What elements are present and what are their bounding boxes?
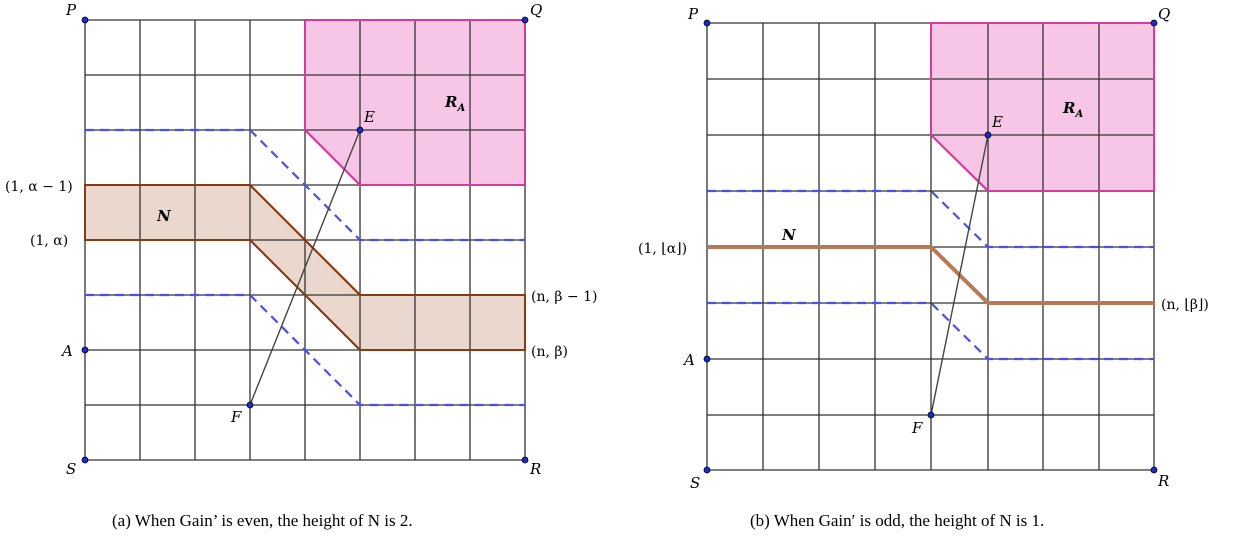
point-r [1150,466,1158,474]
label-q: Q [530,1,542,19]
label-q: Q [1158,5,1170,23]
panel-a: P Q S R A E F RA N (1, α − 1) (1, α) (n,… [5,1,597,530]
label-ra: RA [444,93,465,114]
coord-1-alpha: (1, α) [30,233,68,249]
label-s: S [66,460,76,478]
point-s [81,456,89,464]
coord-1-alpha-minus-1: (1, α − 1) [5,179,73,195]
band-n-border [84,184,526,351]
label-e: E [363,108,375,126]
label-p: P [687,5,699,23]
label-a: A [682,351,695,369]
label-f: F [911,419,923,437]
label-ra: RA [1062,99,1083,120]
region-ra-border [304,19,526,186]
panel-b: P Q S R A E F RA N (1, ⌊α⌋) (n, ⌊β⌋) (b)… [638,5,1209,530]
point-r [521,456,529,464]
point-q [521,16,529,24]
dashed-lower-guide [707,301,1154,361]
coord-n-beta: (n, β) [531,344,568,360]
point-q [1150,19,1158,27]
coord-n-floor-beta: (n, ⌊β⌋) [1161,297,1209,313]
region-ra-border [930,22,1155,192]
point-e [356,126,364,134]
point-p [703,19,711,27]
label-s: S [690,474,700,492]
segment-ef [930,134,989,416]
point-s [703,466,711,474]
coord-n-beta-minus-1: (n, β − 1) [531,289,597,305]
dashed-lower-guide [85,293,525,407]
dashed-upper-guide [707,189,1154,249]
point-a [703,355,711,363]
label-n: N [156,207,172,225]
caption-b: (b) When Gain′ is odd, the height of N i… [750,511,1044,530]
dashed-upper-guide [85,128,525,242]
caption-a: (a) When Gain’ is even, the height of N … [112,511,413,530]
point-f [927,411,935,419]
label-f: F [230,408,242,426]
point-p [81,16,89,24]
point-a [81,346,89,354]
label-r: R [529,460,541,478]
label-e: E [991,113,1003,131]
segment-ef [249,129,361,406]
label-r: R [1157,472,1169,490]
point-f [246,401,254,409]
label-n: N [781,226,797,244]
point-e [984,131,992,139]
label-a: A [60,342,73,360]
label-p: P [65,1,77,19]
coord-1-floor-alpha: (1, ⌊α⌋) [638,241,687,257]
